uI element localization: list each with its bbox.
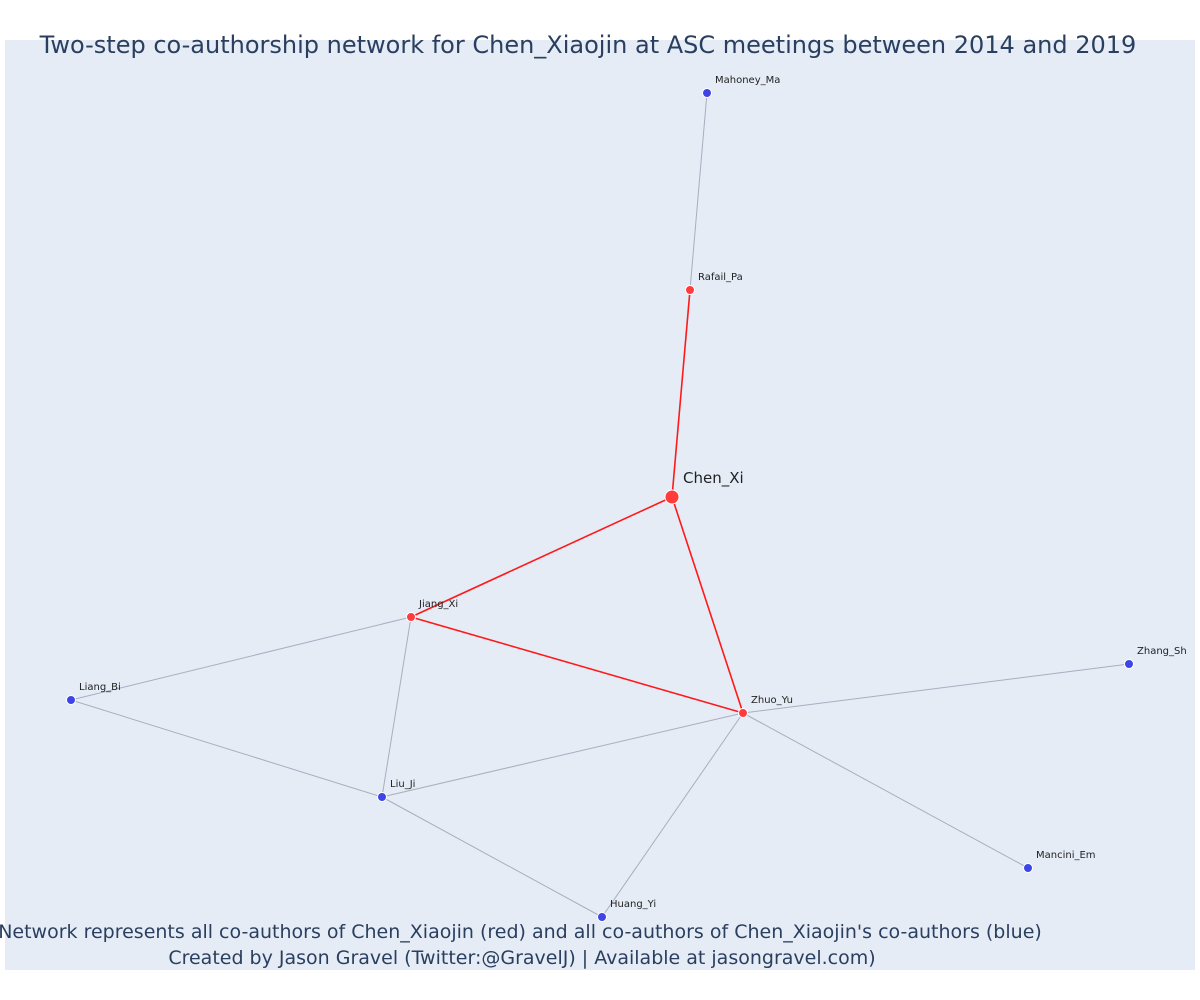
edge-zhuo-yu-huang-yi [601, 712, 744, 918]
node-label-chen-xi: Chen_Xi [683, 469, 744, 488]
edge-jiang-xi-zhuo-yu [410, 616, 744, 714]
edge-zhuo-yu-mancini-em [742, 712, 1029, 869]
edge-zhuo-yu-zhang-sh [742, 663, 1130, 714]
node-label-rafail-pa: Rafail_Pa [698, 272, 743, 283]
edge-chen-xi-rafail-pa [671, 289, 691, 498]
caption-line-2: Created by Jason Gravel (Twitter:@Gravel… [168, 947, 875, 969]
node-label-huang-yi: Huang_Yi [610, 899, 656, 910]
node-zhuo-yu[interactable] [738, 708, 748, 718]
node-mancini-em[interactable] [1023, 863, 1033, 873]
plot-area [5, 40, 1195, 970]
edge-jiang-xi-liang-bi [70, 616, 412, 701]
edge-liu-ji-huang-yi [381, 796, 603, 918]
node-zhang-sh[interactable] [1124, 659, 1134, 669]
edge-liu-ji-zhuo-yu [381, 712, 744, 798]
node-liang-bi[interactable] [66, 695, 76, 705]
edge-rafail-pa-mahoney-ma [689, 92, 708, 291]
node-chen-xi[interactable] [664, 489, 680, 505]
node-label-liu-ji: Liu_Ji [390, 779, 415, 790]
nodes-layer [66, 88, 1134, 922]
edge-liang-bi-liu-ji [70, 699, 383, 798]
edges-layer [70, 92, 1130, 918]
node-label-mancini-em: Mancini_Em [1036, 850, 1096, 861]
edge-chen-xi-jiang-xi [410, 496, 673, 618]
node-liu-ji[interactable] [377, 792, 387, 802]
node-label-zhang-sh: Zhang_Sh [1137, 646, 1187, 657]
node-label-jiang-xi: Jiang_Xi [418, 599, 458, 610]
edge-chen-xi-zhuo-yu [671, 496, 744, 714]
node-label-mahoney-ma: Mahoney_Ma [715, 75, 780, 86]
node-label-zhuo-yu: Zhuo_Yu [751, 695, 793, 706]
edge-jiang-xi-liu-ji [381, 616, 412, 798]
node-jiang-xi[interactable] [406, 612, 416, 622]
node-label-liang-bi: Liang_Bi [79, 682, 121, 693]
node-rafail-pa[interactable] [685, 285, 695, 295]
caption-line-1: Network represents all co-authors of Che… [0, 921, 1042, 943]
chart-title: Two-step co-authorship network for Chen_… [39, 31, 1137, 59]
node-mahoney-ma[interactable] [702, 88, 712, 98]
node-huang-yi[interactable] [597, 912, 607, 922]
